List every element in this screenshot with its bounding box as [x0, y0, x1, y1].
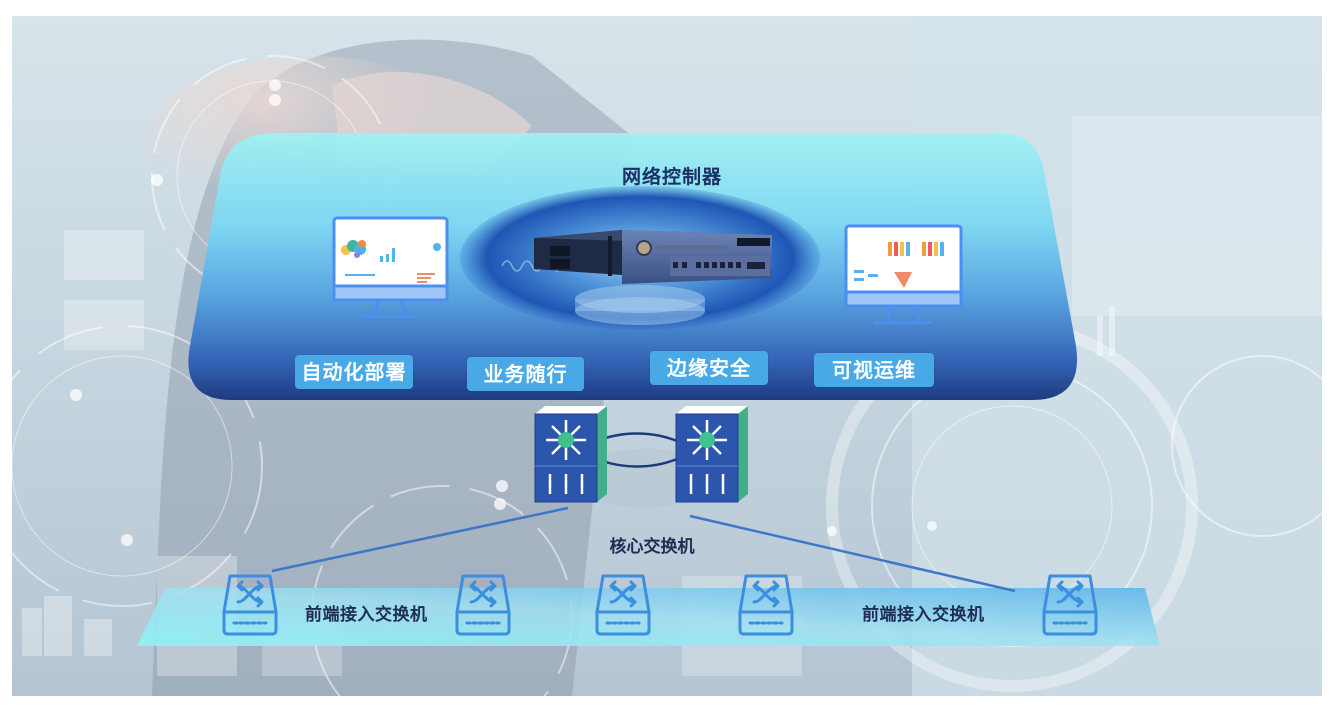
controller-panel	[188, 133, 1078, 400]
access-switch-icon	[595, 574, 651, 636]
core-switch-label: 核心交换机	[609, 537, 695, 557]
core-switch-icon	[534, 406, 607, 503]
core-switch-icon	[675, 406, 748, 503]
access-switch-icon	[738, 574, 794, 636]
server-appliance-icon	[534, 230, 772, 284]
access-switch-icon	[455, 574, 511, 636]
uplink-left	[271, 506, 569, 573]
topology-links	[137, 406, 1160, 646]
feature-service-follow[interactable]: 业务随行	[467, 357, 584, 391]
access-switch-icon	[222, 574, 278, 636]
access-switch-label-right: 前端接入交换机	[862, 605, 985, 625]
access-switch-icon	[1042, 574, 1098, 636]
analytics-monitor-icon	[844, 224, 963, 324]
dashboard-monitor-icon	[332, 216, 449, 318]
diagram-canvas: 网络控制器 自动化部署 业务随行 边缘安全 可视运维	[12, 16, 1322, 696]
feature-visual-ops[interactable]: 可视运维	[814, 353, 934, 387]
feature-edge-security[interactable]: 边缘安全	[650, 351, 768, 385]
controller-title: 网络控制器	[621, 166, 722, 188]
uplink-right	[689, 514, 1016, 593]
feature-automated-deployment[interactable]: 自动化部署	[295, 355, 413, 389]
access-switch-label-left: 前端接入交换机	[305, 605, 428, 625]
